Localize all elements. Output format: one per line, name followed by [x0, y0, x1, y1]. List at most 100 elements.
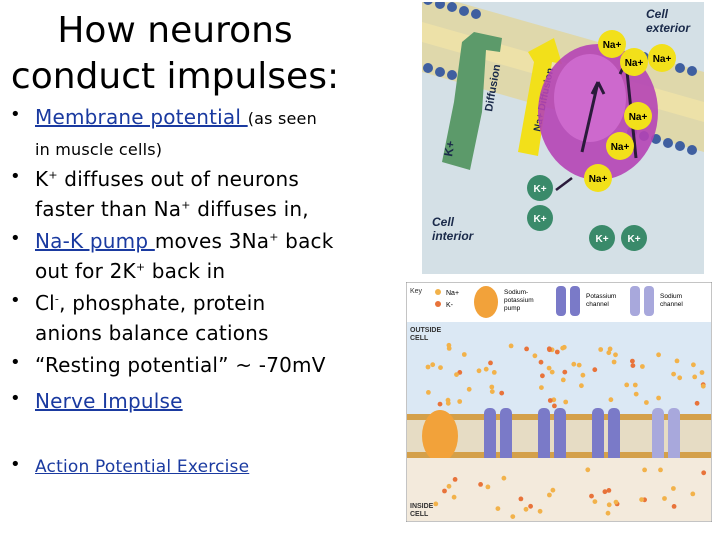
title-line-2: conduct impulses: — [10, 56, 340, 97]
ion-dot — [662, 496, 667, 501]
k-label: K — [35, 167, 49, 191]
k-arrow-label: K+ — [441, 140, 458, 158]
slide-title: How neurons conduct impulses: — [0, 8, 350, 100]
key-k-channel-icon: Potassium channel — [556, 286, 616, 316]
ion-dot — [611, 359, 617, 365]
ion-dot — [550, 487, 556, 493]
ion-dot — [671, 504, 677, 509]
ion-dot — [461, 352, 467, 357]
ion-dot — [547, 492, 552, 498]
pump-text-3: out for 2K — [35, 259, 136, 283]
pump-text-4: back in — [145, 259, 226, 283]
ion-dot — [589, 493, 594, 499]
ion-dot — [592, 367, 598, 373]
ion-dot — [552, 403, 557, 409]
ion-dot — [563, 399, 569, 405]
ion-dot — [546, 346, 552, 352]
ion-dot — [495, 506, 501, 511]
svg-text:Na+: Na+ — [446, 290, 459, 297]
pump-line-2: out for 2K+ back in — [35, 258, 225, 285]
outside-ions — [425, 342, 706, 409]
membrane-potential-link[interactable]: Membrane potential — [35, 105, 248, 129]
anion-text: , phosphate, protein — [59, 291, 266, 315]
svg-text:channel: channel — [660, 301, 683, 308]
ion-dot — [624, 382, 630, 388]
ion-dot — [546, 365, 552, 371]
svg-text:Sodium: Sodium — [660, 293, 682, 300]
nerve-impulse-link[interactable]: Nerve Impulse — [35, 389, 183, 413]
ion-dot — [605, 510, 611, 516]
ion-dot — [457, 399, 463, 404]
na-text: faster than Na — [35, 197, 182, 221]
k-line-1: K+ diffuses out of neurons — [35, 166, 299, 193]
na-k-pump-link[interactable]: Na-K pump — [35, 229, 155, 253]
ion-dot — [658, 467, 663, 473]
ion-dot — [488, 360, 493, 366]
ion-dot — [452, 477, 458, 482]
action-potential-link[interactable]: Action Potential Exercise — [35, 457, 250, 477]
ion-dot — [466, 386, 472, 392]
ion-dot — [606, 502, 612, 508]
ion-dot — [430, 362, 436, 368]
plus-sup: + — [269, 230, 279, 244]
ion-dot — [691, 362, 696, 368]
svg-text:pump: pump — [504, 305, 521, 312]
ion-dot — [580, 372, 586, 378]
ion-dot — [656, 395, 661, 401]
ion-dot — [699, 370, 705, 375]
inside-cell-label: INSIDE — [410, 503, 434, 510]
ion-dot — [606, 350, 612, 356]
svg-text:Na+: Na+ — [625, 58, 644, 69]
ion-dot — [523, 506, 529, 512]
ion-dot — [540, 373, 545, 379]
anion-line-2: anions balance cations — [35, 321, 269, 345]
plus-sup: + — [181, 198, 191, 212]
ion-dot — [489, 389, 495, 394]
ion-dot — [489, 384, 495, 390]
key-label: Key — [410, 288, 423, 295]
ion-dot — [438, 365, 443, 370]
ion-dot — [532, 353, 538, 359]
ion-dot — [694, 400, 700, 406]
ion-dot — [560, 345, 566, 351]
ion-dot — [445, 400, 451, 406]
ion-dot — [562, 369, 568, 375]
ion-dot — [613, 499, 619, 505]
ion-dot — [700, 383, 706, 389]
channel-diagram: Key Na+ K- Sodium- potassium pump Potass… — [406, 282, 712, 522]
svg-text:K+: K+ — [595, 234, 608, 245]
channels — [484, 408, 680, 464]
ion-dot — [642, 467, 647, 473]
bullet-dot: • — [10, 290, 21, 311]
ion-dot — [671, 371, 676, 377]
ion-dot — [554, 349, 560, 355]
ion-dot — [656, 352, 661, 358]
svg-text:Na+: Na+ — [611, 142, 630, 153]
bullet-dot: • — [10, 166, 21, 187]
ion-dot — [454, 372, 459, 377]
ion-dot — [607, 346, 613, 352]
ion-dot — [632, 382, 638, 388]
bullet-dot: • — [10, 352, 21, 373]
ion-dot — [446, 483, 452, 489]
ion-dot — [585, 467, 591, 473]
pump-protein — [422, 410, 458, 462]
ion-dot — [433, 501, 439, 507]
bullet-dot: • — [10, 228, 21, 249]
bullet-dot: • — [10, 454, 21, 475]
cell-interior-label: Cell — [432, 215, 455, 229]
cell-exterior-label: Cell — [646, 7, 669, 21]
ion-dot — [690, 491, 696, 497]
ion-dot — [485, 484, 491, 490]
svg-text:channel: channel — [586, 301, 609, 308]
ion-dot — [674, 358, 680, 364]
membrane-diagram: Diffusion K+ Na+ Diffusion Cell exterior… — [422, 2, 704, 274]
inside-cell-label-2: CELL — [410, 511, 429, 518]
ion-dot — [602, 489, 608, 495]
anion-line-1: Cl-, phosphate, protein — [35, 290, 265, 317]
ion-dot — [451, 494, 457, 500]
muscle-note-2: in muscle cells) — [35, 140, 163, 159]
svg-text:K+: K+ — [627, 234, 640, 245]
ion-dot — [425, 364, 431, 370]
ion-dot — [671, 486, 676, 491]
